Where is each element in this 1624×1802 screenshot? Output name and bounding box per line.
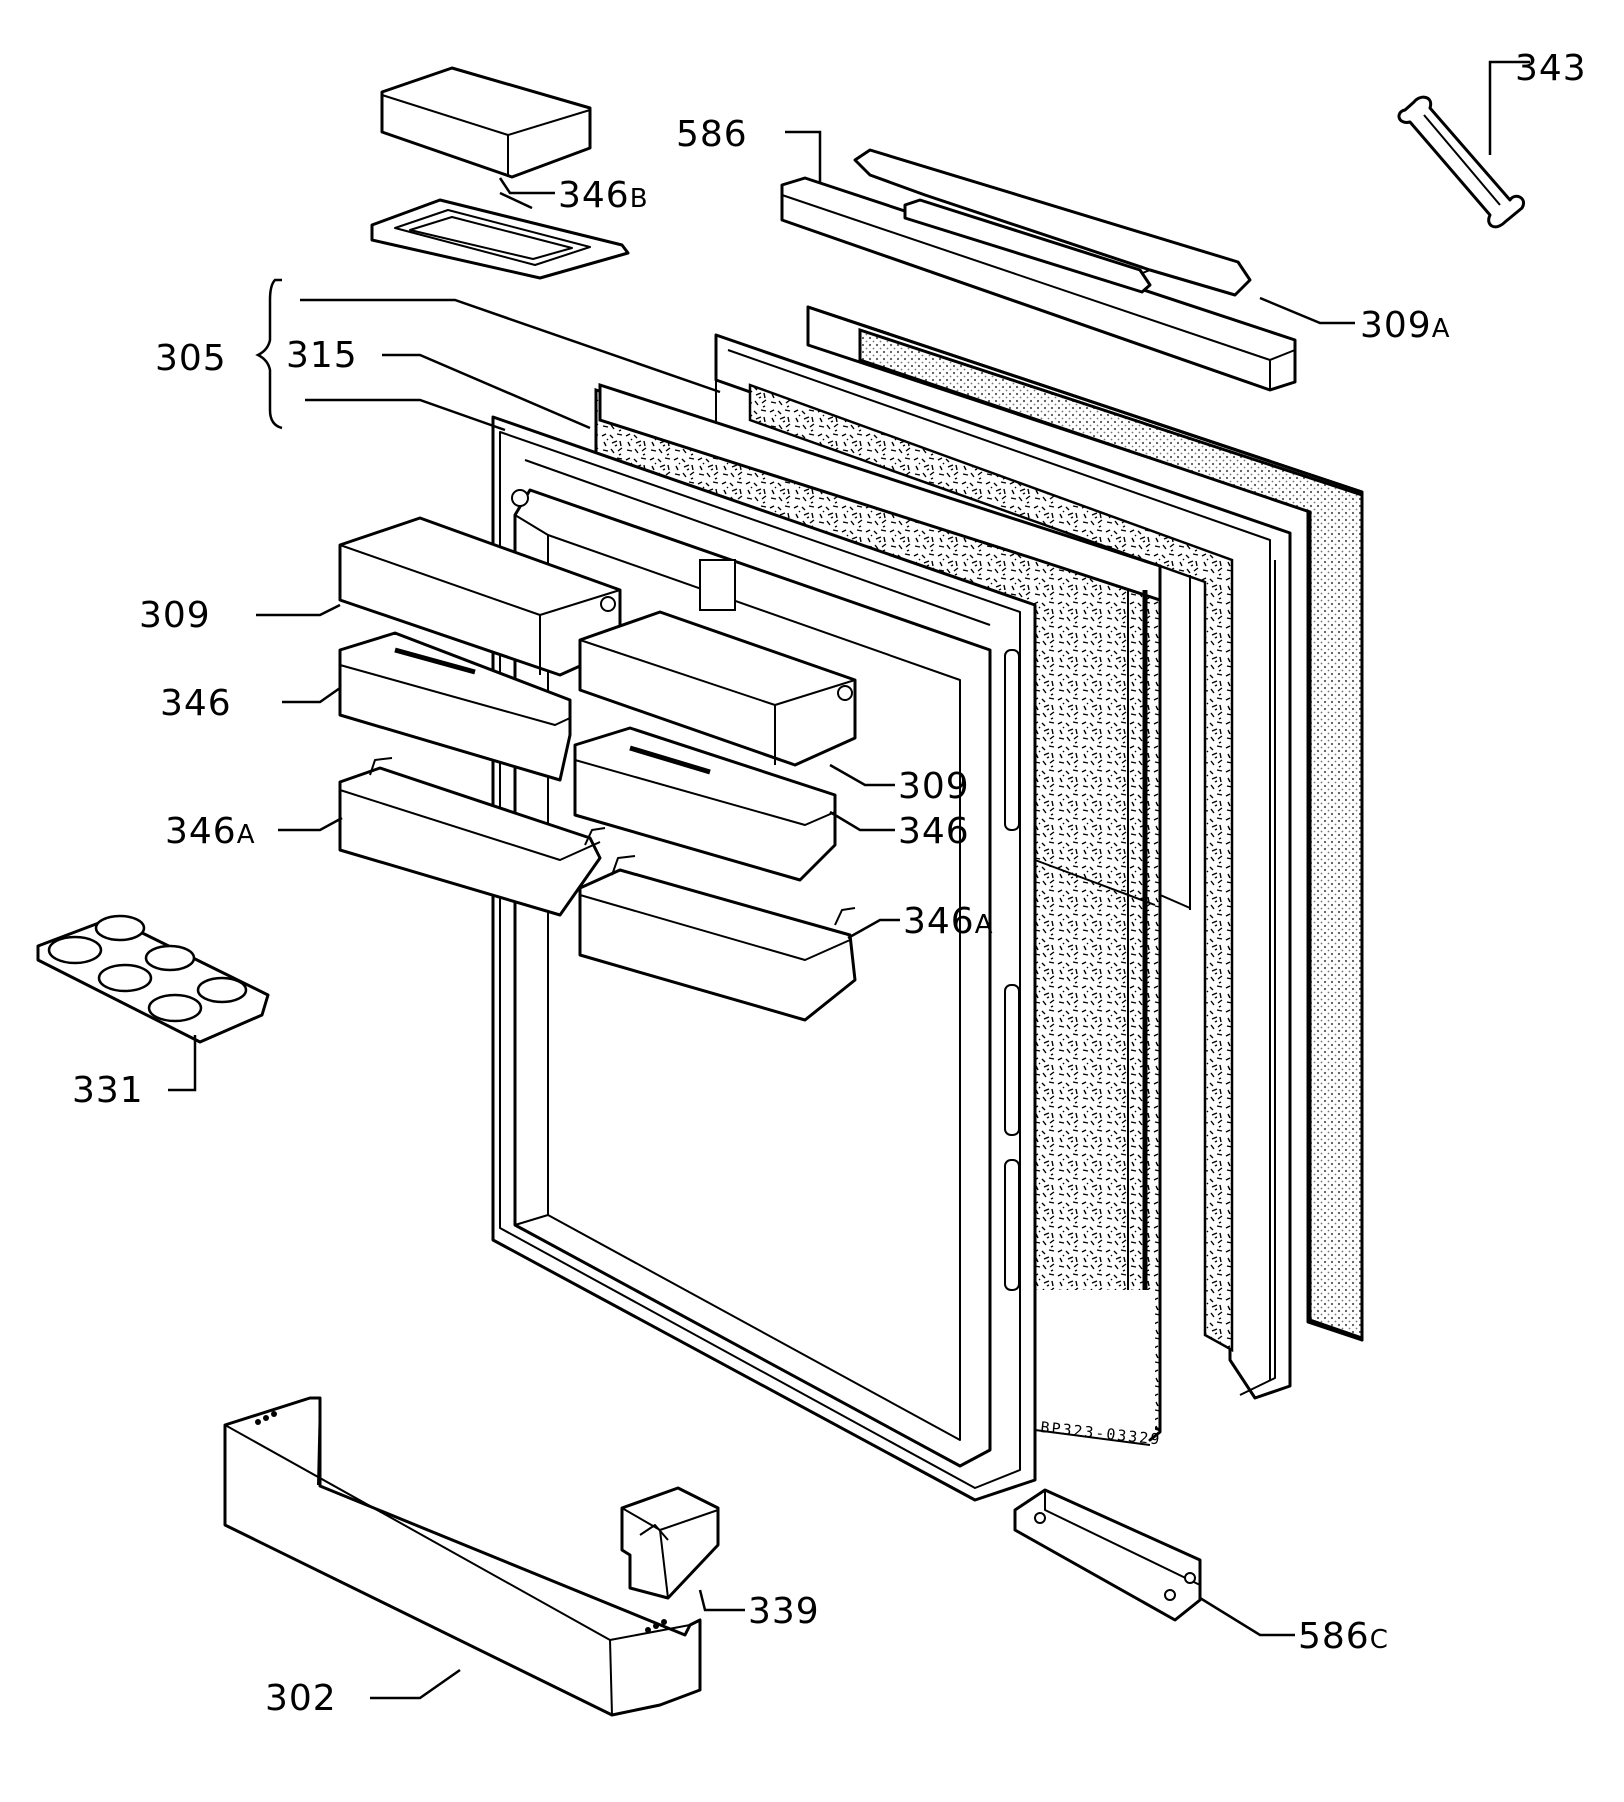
callout-309-right: 309 <box>898 766 970 807</box>
callout-309a: 309A <box>1360 305 1451 346</box>
callout-labels: 343 586 346B 309A 305 315 309 346 309 34… <box>72 48 1587 1719</box>
door-rack-left <box>338 757 606 917</box>
callout-315: 315 <box>286 335 358 376</box>
shelf-cover-right <box>578 610 857 767</box>
door-rack-right <box>578 855 857 1022</box>
callout-346a-right: 346A <box>903 901 994 942</box>
door-top-trim <box>853 148 1252 297</box>
callout-346b: 346B <box>558 175 649 216</box>
door-top-strip <box>780 176 1297 392</box>
bottle-shelf <box>223 1396 702 1717</box>
callout-339: 339 <box>748 1591 820 1632</box>
shelf-bar-left <box>338 631 572 782</box>
callout-586c: 586C <box>1298 1616 1389 1657</box>
shelf-bar-right <box>573 726 837 882</box>
egg-tray <box>36 914 270 1044</box>
callout-586: 586 <box>676 114 748 155</box>
callout-346a-left: 346A <box>165 811 256 852</box>
hinge-bracket <box>1397 95 1525 229</box>
shelf-divider <box>620 1486 720 1600</box>
door-frame <box>714 333 1292 1400</box>
butter-dish-base <box>370 198 630 280</box>
door-outer-panel <box>806 305 1364 1342</box>
callout-309-left: 309 <box>139 595 211 636</box>
butter-dish-lid <box>380 66 592 179</box>
callout-343: 343 <box>1515 48 1587 89</box>
callout-305: 305 <box>155 338 227 379</box>
leader-lines <box>168 60 1530 1700</box>
callout-302: 302 <box>265 1678 337 1719</box>
hinge-plate <box>1013 1488 1202 1622</box>
callout-346-left: 346 <box>160 683 232 724</box>
callout-346-right: 346 <box>898 811 970 852</box>
callout-331: 331 <box>72 1070 144 1111</box>
